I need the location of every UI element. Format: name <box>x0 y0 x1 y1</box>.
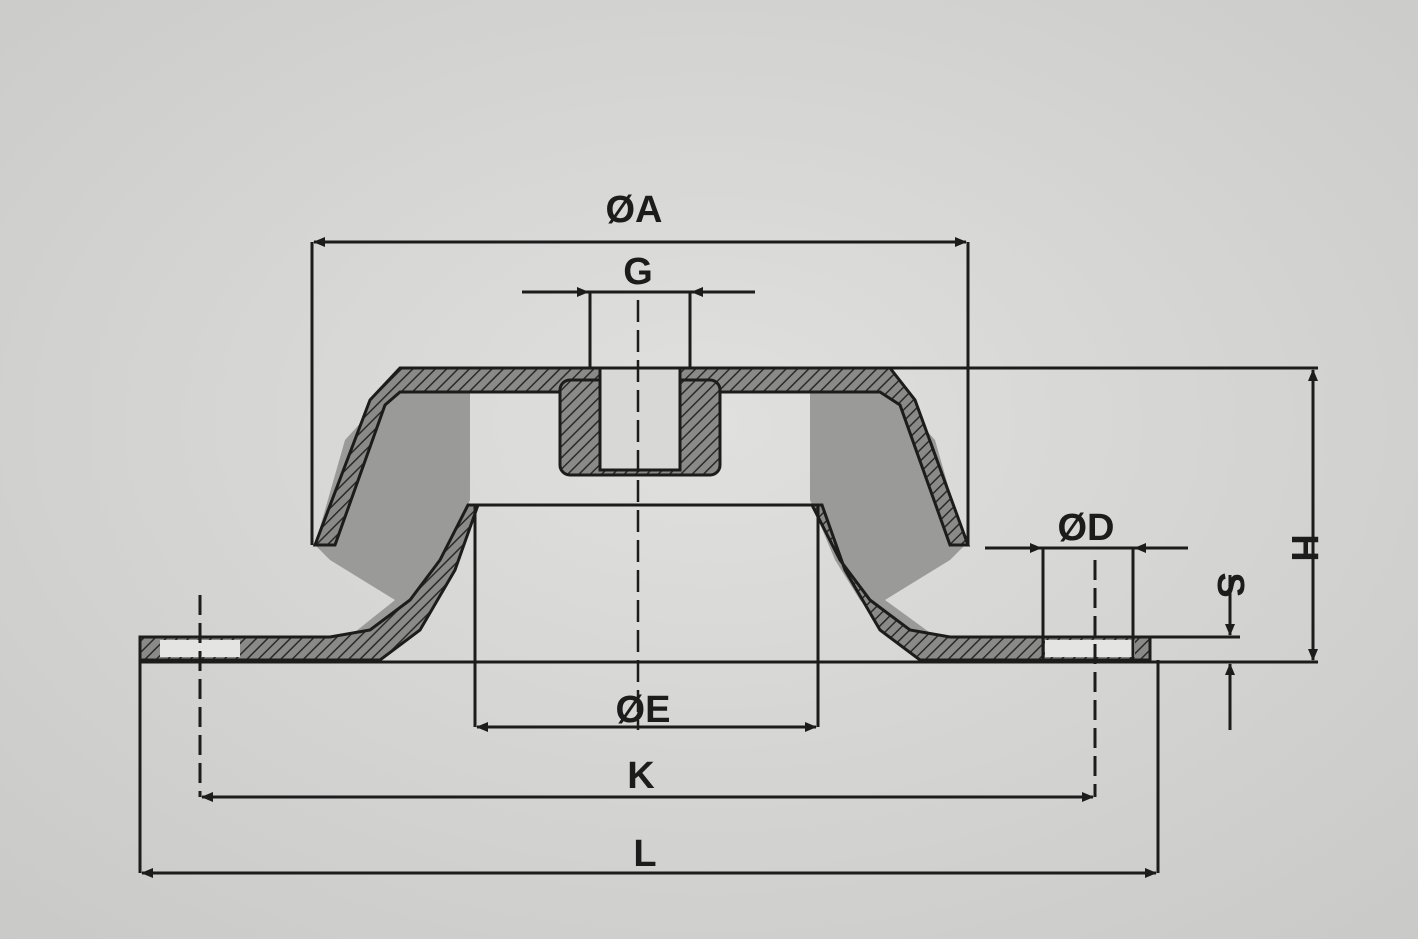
label-diameter-a: ØA <box>606 189 663 231</box>
label-thread-g: G <box>623 251 653 293</box>
label-spacing-k: K <box>627 755 655 797</box>
label-diameter-e: ØE <box>616 689 671 731</box>
mount-section <box>138 366 1152 662</box>
top-plate <box>312 366 971 547</box>
label-length-l: L <box>633 833 656 875</box>
dimension-lines <box>138 237 1318 878</box>
hole-left <box>160 640 240 657</box>
label-thickness-s: S <box>1209 572 1251 597</box>
thread-bore <box>598 366 682 472</box>
hole-right <box>1045 640 1135 657</box>
dimension-labels: ØA G ØD ØE K L H S <box>606 189 1326 875</box>
label-diameter-d: ØD <box>1058 507 1115 549</box>
base-flange-left <box>138 503 481 662</box>
label-height-h: H <box>1283 534 1325 561</box>
